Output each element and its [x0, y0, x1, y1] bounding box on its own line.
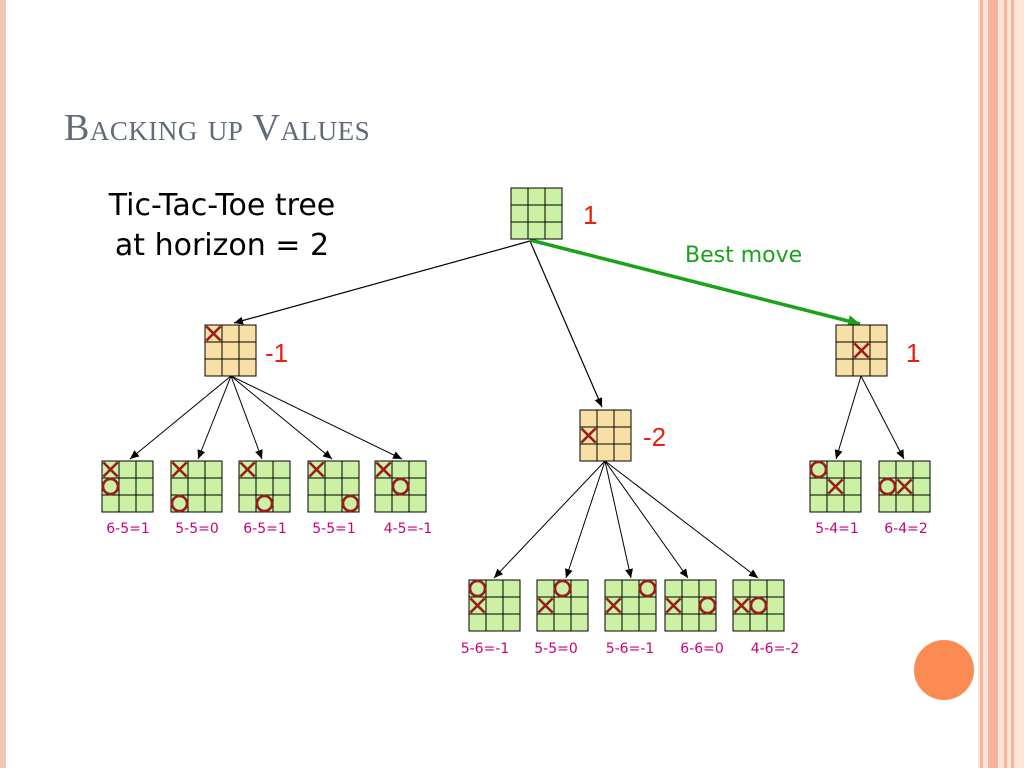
caption-line-2: at horizon = 2 — [114, 228, 330, 263]
left-leaf-value-2: 5-5=0 — [175, 521, 219, 537]
x-mark — [605, 597, 622, 614]
left-leaf-board-5 — [374, 460, 427, 513]
edge-left-leaf-5 — [230, 375, 403, 460]
edge-root-left — [233, 240, 531, 325]
middle-leaf-value-5: 4-6=-2 — [751, 641, 800, 657]
x-mark — [239, 461, 256, 478]
x-mark — [102, 461, 119, 478]
o-mark — [553, 579, 572, 598]
o-mark — [101, 477, 120, 496]
right-node-value: 1 — [906, 338, 920, 368]
left-leaf-board-1 — [101, 460, 154, 513]
o-mark — [878, 477, 897, 496]
edge-middle-leaf-3 — [604, 460, 633, 579]
o-mark — [170, 494, 189, 513]
edge-middle-leaf-5 — [604, 460, 759, 579]
x-mark — [580, 427, 597, 444]
right-frame-stripes — [978, 0, 1024, 768]
x-mark — [171, 461, 188, 478]
right-edges — [834, 375, 905, 460]
edge-left-leaf-3 — [230, 375, 263, 460]
o-mark — [341, 494, 360, 513]
edge-right-leaf-2 — [860, 375, 905, 460]
o-mark — [638, 579, 657, 598]
middle-leaf-board-5 — [732, 579, 785, 632]
caption-line-1: Tic-Tac-Toe tree — [108, 188, 336, 223]
right-leaf-value-2: 6-4=2 — [884, 521, 928, 537]
edge-middle-leaf-1 — [493, 460, 606, 579]
edge-middle-leaf-2 — [565, 460, 606, 579]
x-mark — [375, 461, 392, 478]
slide-title: Backing up Values — [64, 107, 371, 149]
middle-leaf-board-3 — [604, 579, 657, 632]
boards — [101, 187, 931, 632]
root-value: 1 — [583, 200, 597, 230]
left-frame-stripe — [0, 0, 6, 768]
best-move-arrow — [529, 238, 861, 327]
edge-left-leaf-4 — [230, 375, 333, 460]
x-mark — [896, 478, 913, 495]
middle-leaf-board-1 — [468, 579, 521, 632]
edge-root-middle — [529, 240, 603, 408]
o-mark — [255, 494, 274, 513]
middle-board — [579, 409, 632, 462]
right-board — [835, 324, 888, 377]
o-mark — [698, 596, 717, 615]
left-leaf-value-5: 4-5=-1 — [384, 521, 433, 537]
middle-leaf-value-3: 5-6=-1 — [606, 641, 655, 657]
root-edges — [233, 238, 861, 408]
edge-left-leaf-2 — [197, 375, 232, 460]
right-leaf-board-2 — [878, 460, 931, 513]
left-node-value: -1 — [265, 338, 288, 368]
middle-leaf-board-2 — [536, 579, 589, 632]
o-mark — [749, 596, 768, 615]
middle-leaf-value-4: 6-6=0 — [680, 641, 724, 657]
left-leaf-board-3 — [238, 460, 291, 513]
decorative-orange-circle — [914, 640, 974, 700]
best-move-label: Best move — [685, 243, 802, 268]
x-mark — [469, 597, 486, 614]
left-board — [204, 324, 257, 377]
left-edges — [129, 375, 403, 460]
left-leaf-board-2 — [170, 460, 223, 513]
right-leaf-board-1 — [809, 460, 862, 513]
right-leaf-value-1: 5-4=1 — [815, 521, 859, 537]
o-mark — [809, 460, 828, 479]
x-mark — [665, 597, 682, 614]
root-board — [510, 187, 563, 240]
middle-edges — [493, 460, 759, 579]
tree-caption: Tic-Tac-Toe tree at horizon = 2 — [72, 186, 372, 266]
middle-node-value: -2 — [643, 422, 666, 452]
middle-leaf-board-4 — [664, 579, 717, 632]
edge-middle-leaf-4 — [604, 460, 689, 579]
left-leaf-value-3: 6-5=1 — [243, 521, 287, 537]
o-mark — [468, 579, 487, 598]
left-leaf-value-4: 5-5=1 — [312, 521, 356, 537]
x-mark — [853, 342, 870, 359]
x-mark — [827, 478, 844, 495]
x-mark — [308, 461, 325, 478]
x-mark — [205, 325, 222, 342]
middle-leaf-value-1: 5-6=-1 — [461, 641, 510, 657]
left-leaf-value-1: 6-5=1 — [106, 521, 150, 537]
left-leaf-board-4 — [307, 460, 360, 513]
x-mark — [537, 597, 554, 614]
x-mark — [733, 597, 750, 614]
o-mark — [391, 477, 410, 496]
edge-left-leaf-1 — [129, 375, 232, 460]
edge-right-leaf-1 — [834, 375, 862, 460]
middle-leaf-value-2: 5-5=0 — [534, 641, 578, 657]
